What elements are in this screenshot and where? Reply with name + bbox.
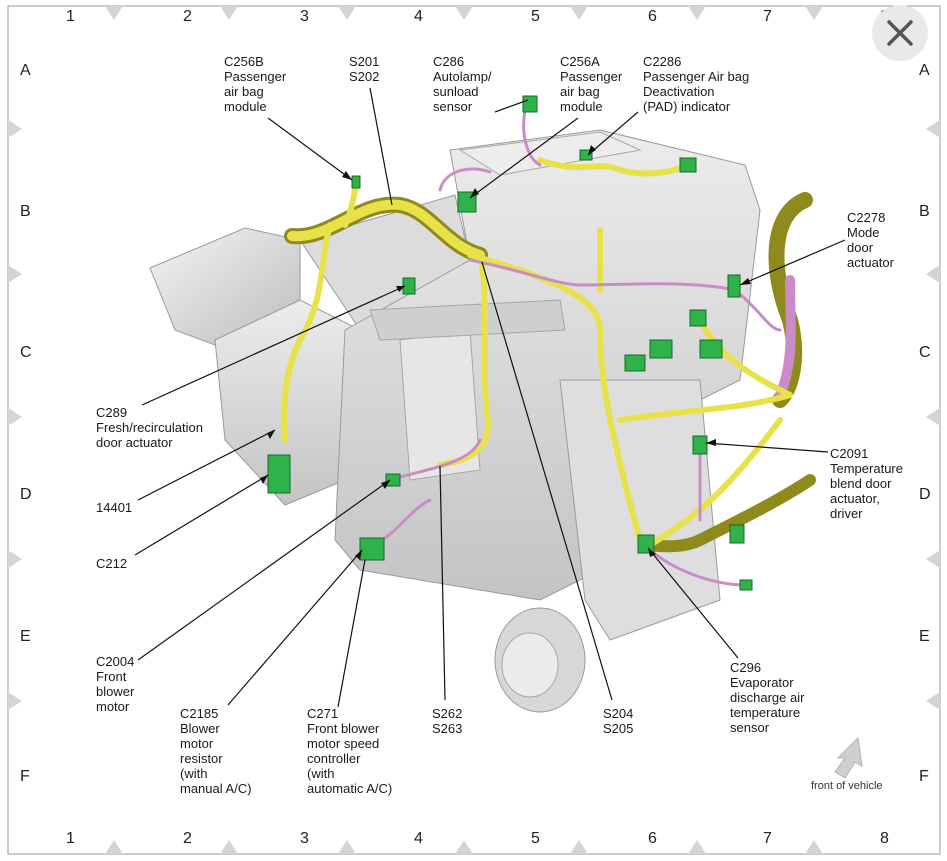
- label-c2278: C2278 Mode door actuator: [847, 210, 894, 270]
- leader-lines: [134, 87, 846, 708]
- front-arrow-icon: [834, 736, 863, 779]
- label-s201: S201 S202: [349, 54, 380, 84]
- leader-arrowheads: [260, 145, 751, 560]
- label-s204: S204 S205: [603, 706, 634, 736]
- label-c256a: C256A Passenger air bag module: [560, 54, 623, 114]
- label-c2286: C2286 Passenger Air bag Deactivation (PA…: [643, 54, 750, 114]
- label-c256b: C256B Passenger air bag module: [224, 54, 287, 114]
- label-c212: C212: [96, 556, 128, 571]
- label-s262: S262 S263: [432, 706, 463, 736]
- col-3-bottom: 3: [300, 830, 309, 847]
- connectors: [267, 95, 753, 591]
- col-1-bottom: 1: [66, 830, 75, 847]
- row-d-right: D: [919, 486, 931, 503]
- row-f-left: F: [20, 768, 30, 785]
- col-3-top: 3: [300, 8, 309, 25]
- row-b-right: B: [919, 203, 930, 220]
- col-4-top: 4: [414, 8, 423, 25]
- row-b-left: B: [20, 203, 31, 220]
- row-a-right: A: [919, 62, 930, 79]
- label-c2185: C2185 Blower motor resistor (with manual…: [180, 706, 252, 796]
- col-5-top: 5: [531, 8, 540, 25]
- col-8-bottom: 8: [880, 830, 889, 847]
- row-e-left: E: [20, 628, 31, 645]
- row-f-right: F: [919, 768, 929, 785]
- label-c286: C286 Autolamp/ sunload sensor: [433, 54, 492, 114]
- row-d-left: D: [20, 486, 32, 503]
- front-of-vehicle-label: front of vehicle: [811, 780, 883, 792]
- col-2-bottom: 2: [183, 830, 192, 847]
- grid-markers: [8, 6, 940, 854]
- hvac-housing: [149, 129, 761, 713]
- row-a-left: A: [20, 62, 31, 79]
- label-14401: 14401: [96, 500, 133, 515]
- label-c271: C271 Front blower motor speed controller…: [307, 706, 393, 796]
- col-6-top: 6: [648, 8, 657, 25]
- col-7-top: 7: [763, 8, 772, 25]
- col-1-top: 1: [66, 8, 75, 25]
- col-2-top: 2: [183, 8, 192, 25]
- col-6-bottom: 6: [648, 830, 657, 847]
- label-c2004: C2004 Front blower motor: [96, 654, 135, 714]
- frame-border: [7, 5, 941, 855]
- row-c-left: C: [20, 344, 32, 361]
- label-c296: C296 Evaporator discharge air temperatur…: [730, 660, 805, 735]
- label-c2091: C2091 Temperature blend door actuator, d…: [830, 446, 903, 521]
- close-button[interactable]: [872, 5, 928, 61]
- col-4-bottom: 4: [414, 830, 423, 847]
- row-e-right: E: [919, 628, 930, 645]
- main-harness: [284, 192, 816, 553]
- row-c-right: C: [919, 344, 931, 361]
- label-c289: C289 Fresh/recirculation door actuator: [96, 405, 203, 450]
- col-5-bottom: 5: [531, 830, 540, 847]
- col-7-bottom: 7: [763, 830, 772, 847]
- close-icon: [887, 20, 913, 46]
